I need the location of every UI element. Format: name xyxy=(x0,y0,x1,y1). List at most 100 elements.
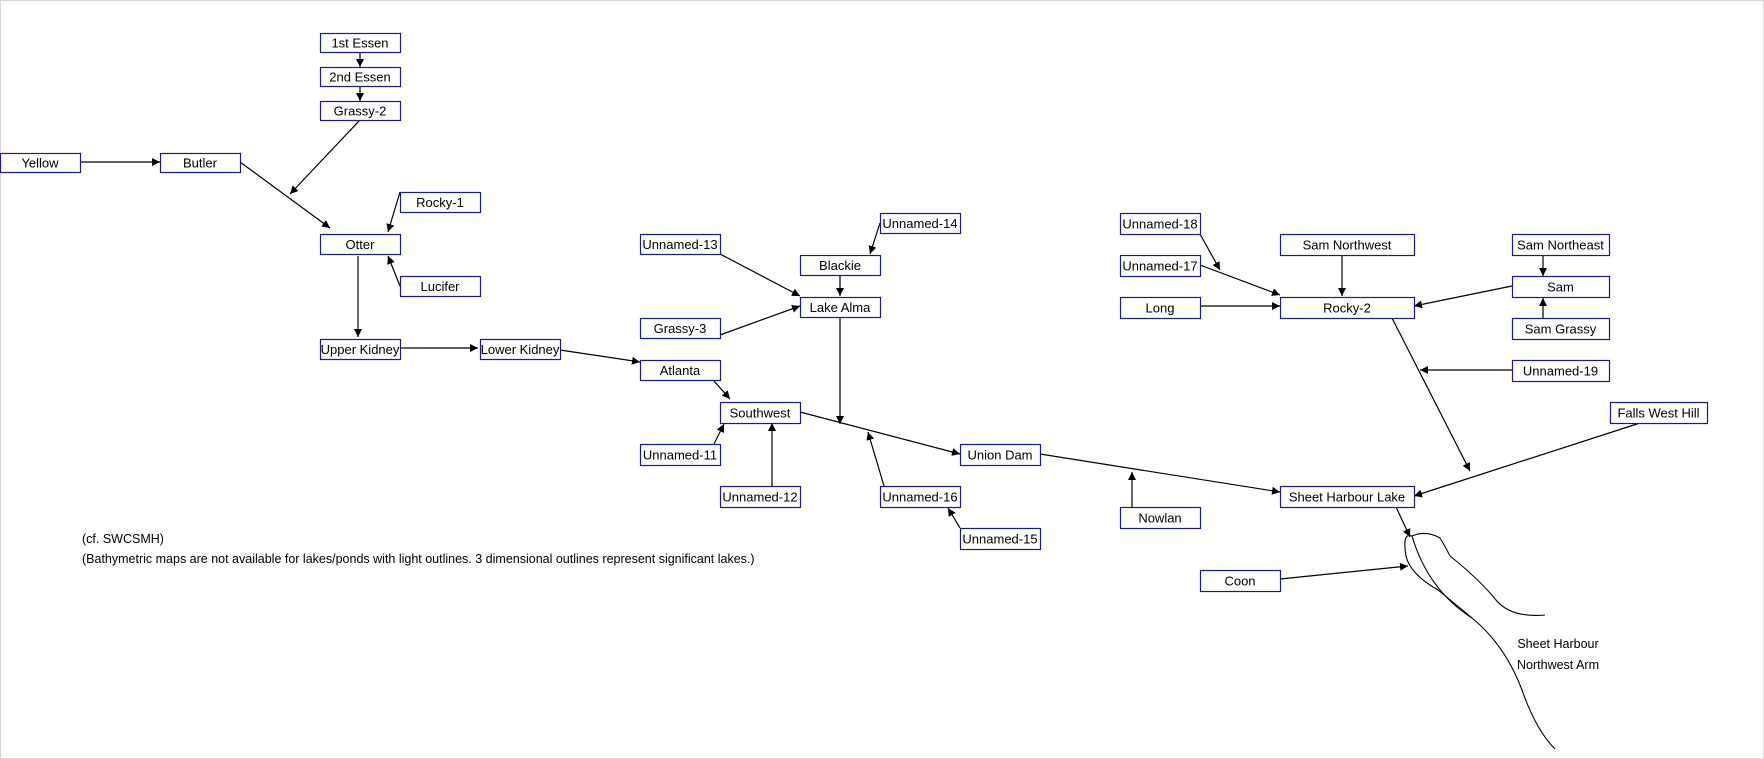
lake-node-sam-northwest: Sam Northwest xyxy=(1279,233,1416,257)
lake-node-falls-west-hill: Falls West Hill xyxy=(1609,401,1709,425)
lake-node-box xyxy=(319,233,402,256)
lake-node-label: Sam xyxy=(1547,280,1574,295)
lake-node-box xyxy=(639,317,722,340)
flow-arrow xyxy=(1199,233,1221,271)
lake-node-label: Lower Kidney xyxy=(481,342,560,357)
lake-node-blackie: Blackie xyxy=(799,254,882,277)
legend-note: (Bathymetric maps are not available for … xyxy=(82,552,755,566)
lake-node-label: Falls West Hill xyxy=(1617,406,1699,421)
lake-node-label: Atlanta xyxy=(660,363,701,378)
lake-node-box xyxy=(319,66,402,88)
lake-node-sheet-harbour-lake: Sheet Harbour Lake xyxy=(1279,485,1416,509)
lake-node-box xyxy=(1119,506,1202,530)
lake-node-box xyxy=(399,191,482,214)
lake-node-unnamed-18: Unnamed-18 xyxy=(1119,212,1202,236)
lake-node-box xyxy=(1119,254,1202,278)
lake-node-box xyxy=(879,212,962,235)
lake-node-butler: Butler xyxy=(159,152,242,174)
flow-arrow xyxy=(713,380,731,400)
lake-node-label: Lucifer xyxy=(420,279,460,294)
lake-node-sam-grassy: Sam Grassy xyxy=(1511,317,1611,341)
lake-node-box xyxy=(1511,233,1611,257)
lake-node-label: Otter xyxy=(346,237,376,252)
lake-node-atlanta: Atlanta xyxy=(639,359,722,382)
flow-arrow xyxy=(1391,317,1471,472)
lake-node-label: Lake Alma xyxy=(810,300,871,315)
lake-node-label: Grassy-3 xyxy=(654,321,707,336)
lake-node-grassy-3: Grassy-3 xyxy=(639,317,722,340)
lake-node-label: Unnamed-17 xyxy=(1122,259,1197,274)
lake-node-label: Butler xyxy=(183,156,218,171)
lake-node-box xyxy=(799,296,882,319)
lake-node-box xyxy=(1511,317,1611,341)
lake-node-yellow: Yellow xyxy=(0,152,82,174)
lake-node-upper-kidney: Upper Kidney xyxy=(319,338,402,361)
lake-node-label: 1st Essen xyxy=(331,36,388,51)
lake-node-southwest: Southwest xyxy=(719,401,802,425)
flow-arrow xyxy=(866,431,885,487)
flow-arrow xyxy=(1199,264,1281,296)
edges-layer xyxy=(80,52,1641,580)
lake-node-rocky-1: Rocky-1 xyxy=(399,191,482,214)
lake-node-box xyxy=(639,443,722,467)
flow-arrow xyxy=(1413,285,1513,309)
lake-node-unnamed-11: Unnamed-11 xyxy=(639,443,722,467)
lake-node-label: Long xyxy=(1146,301,1175,316)
estuary-label-line1: Sheet Harbour xyxy=(1517,637,1599,651)
lake-node-coon: Coon xyxy=(1199,569,1282,593)
lake-node-label: Upper Kidney xyxy=(321,342,400,357)
lake-node-box xyxy=(1609,401,1709,425)
lake-node-box xyxy=(959,443,1042,467)
lake-node-unnamed-15: Unnamed-15 xyxy=(959,527,1042,551)
lake-node-box xyxy=(959,527,1042,551)
lake-node-long: Long xyxy=(1119,296,1202,320)
lake-node-box xyxy=(1279,485,1416,509)
sheet-harbour-northwest-arm-coastline xyxy=(1449,555,1546,616)
lake-node-otter: Otter xyxy=(319,233,402,256)
lake-node-box xyxy=(639,359,722,382)
lake-node-box xyxy=(319,338,402,361)
flow-arrow xyxy=(719,304,801,336)
lake-node-label: Nowlan xyxy=(1138,511,1181,526)
flow-arrow xyxy=(559,349,641,365)
lake-node-box xyxy=(639,233,722,256)
lake-node-lucifer: Lucifer xyxy=(399,275,482,298)
lake-node-sam: Sam xyxy=(1511,275,1611,299)
lake-node-box xyxy=(399,275,482,298)
lake-node-grassy-2: Grassy-2 xyxy=(319,100,402,122)
lake-node-rocky-2: Rocky-2 xyxy=(1279,296,1416,320)
flow-arrow xyxy=(386,191,401,233)
lake-node-label: Unnamed-11 xyxy=(643,448,717,463)
lake-node-box xyxy=(479,338,562,361)
lake-node-box xyxy=(719,485,802,509)
lake-node-union-dam: Union Dam xyxy=(959,443,1042,467)
lake-node-1st-essen: 1st Essen xyxy=(319,32,402,54)
lake-node-sam-northeast: Sam Northeast xyxy=(1511,233,1611,257)
lake-node-label: Rocky-1 xyxy=(416,195,464,210)
lake-node-unnamed-19: Unnamed-19 xyxy=(1511,359,1611,383)
lake-node-lake-alma: Lake Alma xyxy=(799,296,882,319)
flow-arrow xyxy=(1413,422,1641,498)
lake-node-box xyxy=(1199,569,1282,593)
lake-node-label: Unnamed-16 xyxy=(882,490,957,505)
flow-arrow xyxy=(868,222,881,255)
lake-node-box xyxy=(159,152,242,174)
lake-node-label: Unnamed-12 xyxy=(722,490,797,505)
lake-node-box xyxy=(879,485,962,509)
lake-node-label: Blackie xyxy=(819,258,861,273)
lake-node-box xyxy=(1279,233,1416,257)
sheet-harbour-northwest-arm-coastline xyxy=(1411,535,1556,750)
flow-arrow xyxy=(713,423,725,445)
reference-note: (cf. SWCSMH) xyxy=(82,532,164,546)
lake-node-box xyxy=(1511,359,1611,383)
lake-node-label: Coon xyxy=(1224,574,1255,589)
sheet-harbour-northwest-arm-inlet-head xyxy=(1404,532,1473,619)
lake-node-nowlan: Nowlan xyxy=(1119,506,1202,530)
lake-node-box xyxy=(1119,296,1202,320)
lake-node-box xyxy=(0,152,82,174)
lake-node-2nd-essen: 2nd Essen xyxy=(319,66,402,88)
lake-node-label: Sheet Harbour Lake xyxy=(1289,490,1405,505)
